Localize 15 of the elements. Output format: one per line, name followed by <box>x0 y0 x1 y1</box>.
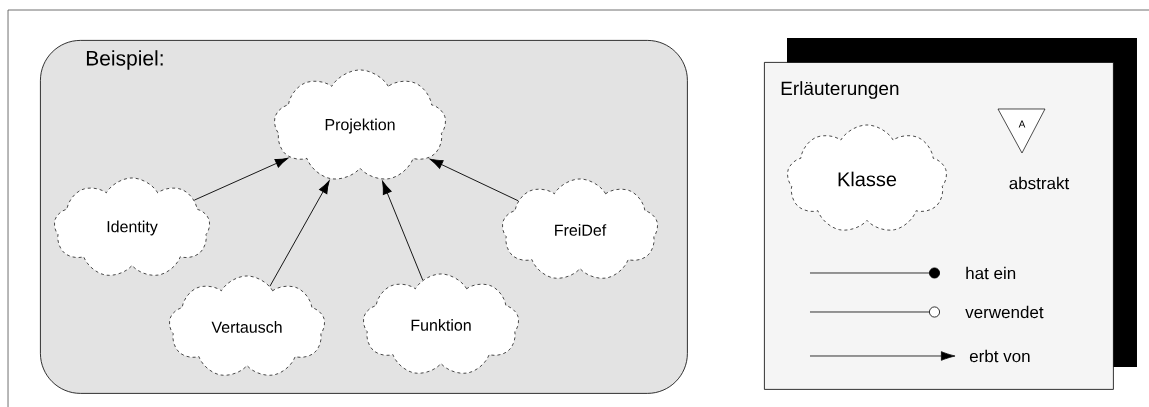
legend-label: verwendet <box>965 305 1044 319</box>
arrow <box>382 180 424 281</box>
legend-label: hat ein <box>966 266 1016 280</box>
node-label: abstrakt <box>1009 176 1070 190</box>
arrow <box>193 157 289 201</box>
class-cloud: Funktion <box>363 273 519 374</box>
class-cloud: Vertausch <box>169 275 325 376</box>
arrow <box>429 158 519 202</box>
legend-label: erbt von <box>969 349 1030 363</box>
class-cloud: Projektion <box>274 69 446 180</box>
arrow <box>269 180 330 287</box>
class-cloud: Identity <box>54 177 210 276</box>
class-cloud: Klasse <box>787 124 947 231</box>
class-cloud: FreiDef <box>502 178 658 279</box>
abstract-triangle: A <box>997 108 1046 154</box>
